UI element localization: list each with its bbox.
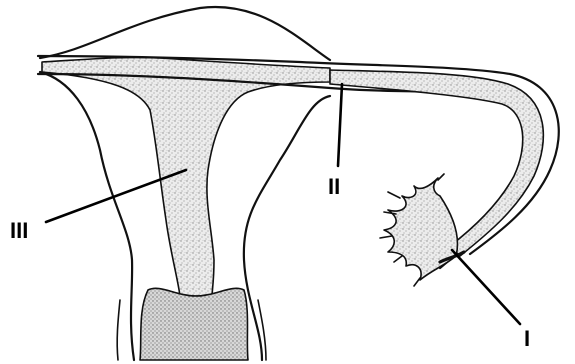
infundibulum-fimbriae (384, 178, 457, 280)
label-I: I (524, 326, 530, 351)
uterine-wall-right (244, 96, 330, 360)
vaginal-wall-left (117, 300, 120, 360)
uterine-cavity (42, 57, 330, 296)
leader-line-I (452, 250, 520, 324)
uterine-wall-left (40, 72, 134, 360)
broad-ligament-outline (40, 7, 330, 60)
label-II: II (328, 174, 340, 199)
cervix (140, 288, 248, 360)
leader-line-II (338, 84, 342, 166)
label-III: III (10, 218, 28, 243)
